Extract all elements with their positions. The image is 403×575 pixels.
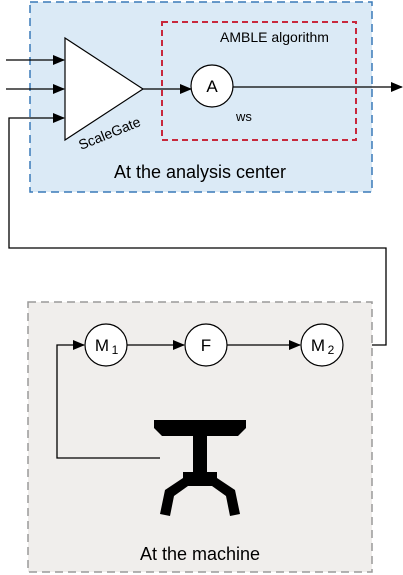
feedback-line — [8, 117, 387, 346]
node-m1-sub: 1 — [112, 343, 119, 357]
node-m1-label: M — [95, 336, 109, 355]
machine-icon — [154, 420, 246, 516]
node-f-label: F — [201, 336, 211, 355]
amble-label: AMBLE algorithm — [220, 29, 329, 45]
node-m2-label: M — [311, 336, 325, 355]
node-m2 — [300, 323, 344, 367]
scalegate-triangle — [64, 36, 145, 142]
node-a-sublabel: ws — [235, 109, 252, 124]
machine-loop-line — [56, 340, 160, 459]
node-a-label: A — [206, 77, 218, 96]
machine-area-label: At the machine — [140, 544, 260, 564]
amble-box — [161, 21, 357, 141]
analysis-center-label: At the analysis center — [114, 162, 286, 182]
node-m2-sub: 2 — [328, 343, 335, 357]
node-a — [190, 64, 234, 108]
